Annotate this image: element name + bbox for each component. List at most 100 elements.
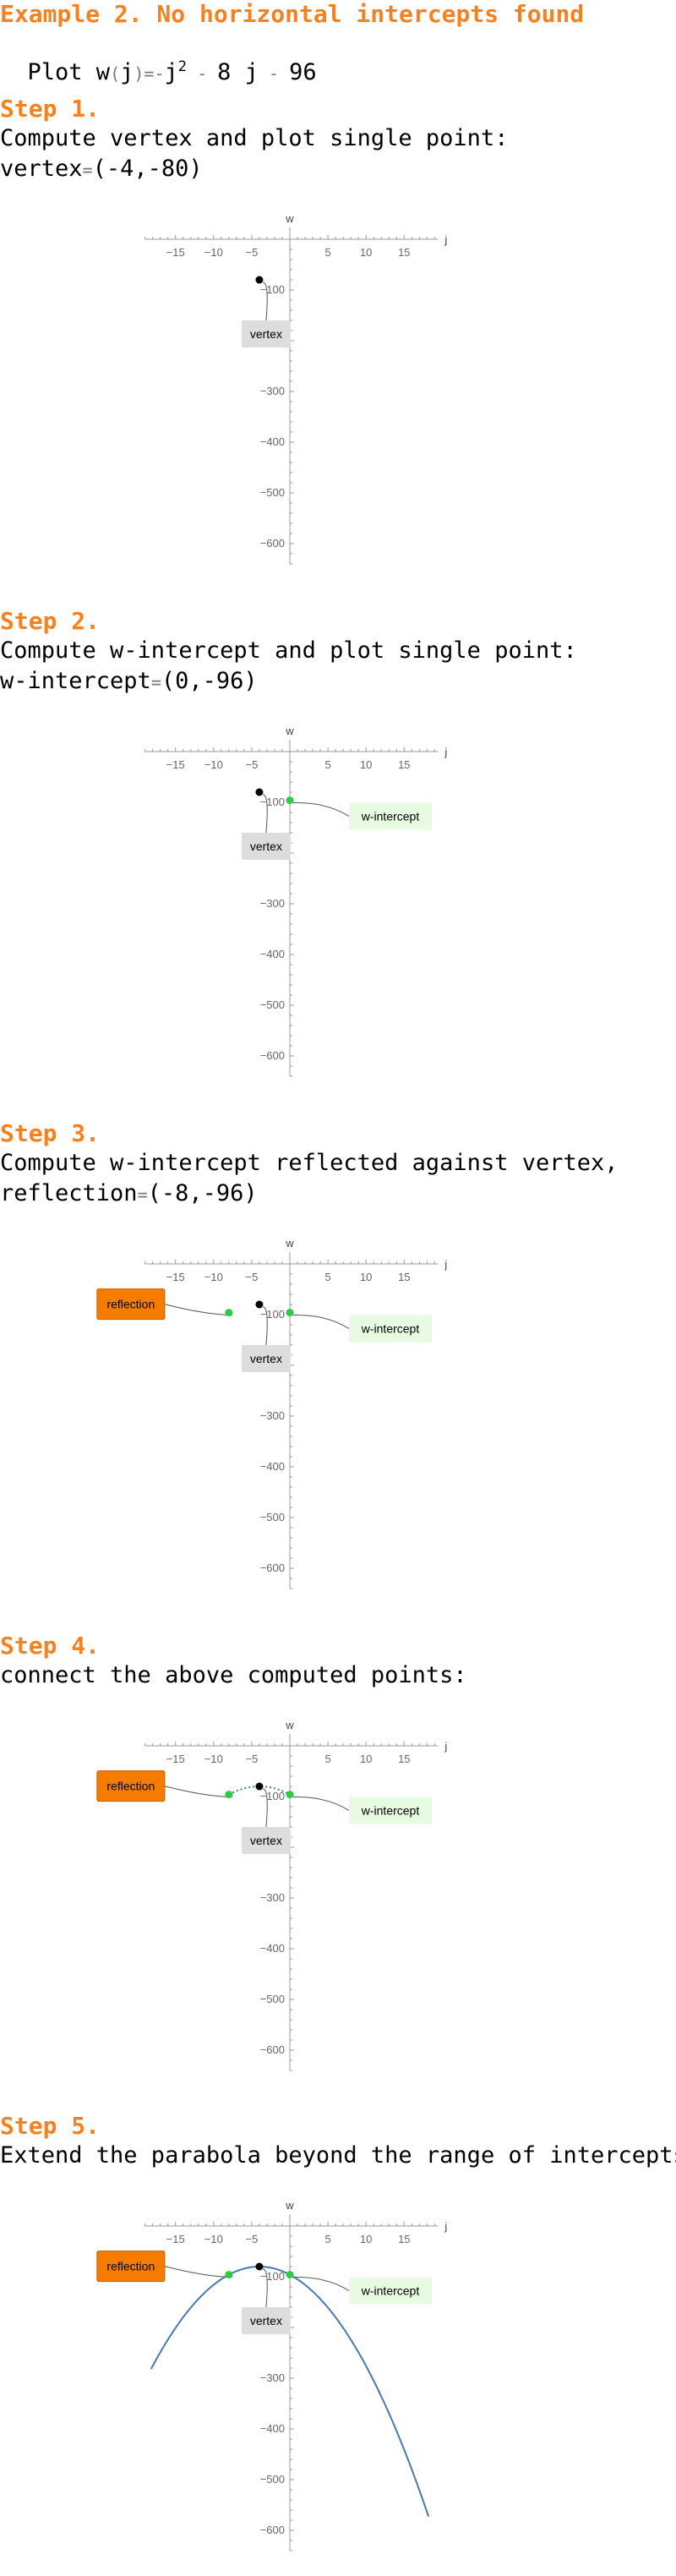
y-tick-label: −500	[260, 2473, 285, 2486]
vertex-label-box	[241, 320, 291, 347]
x-axis-label: j	[444, 746, 447, 758]
function-op2: -	[258, 63, 290, 84]
vertex-label: vertex	[250, 1834, 282, 1847]
reflection-point	[225, 1309, 233, 1317]
step-5-text: Extend the parabola beyond the range of …	[0, 2142, 676, 2169]
w-intercept-leader-line	[292, 2277, 350, 2292]
vertex-point	[255, 276, 264, 284]
vertex-label-box	[241, 833, 291, 860]
vertex-label: vertex	[250, 2314, 282, 2327]
x-tick-label: 10	[360, 1753, 372, 1765]
w-intercept-point	[286, 1791, 294, 1799]
x-tick-label: −15	[166, 246, 185, 259]
y-tick-label: −500	[260, 1993, 285, 2005]
step-1-value-name: vertex	[0, 156, 83, 182]
function-paren-open: (	[110, 63, 121, 84]
x-axis-label: j	[444, 1740, 447, 1753]
step-3-value: reflection=(-8,-96)	[0, 1180, 258, 1206]
vertex-leader-line	[262, 794, 268, 834]
vertex-label-box	[241, 1827, 291, 1854]
y-tick-label: −300	[260, 1409, 285, 1422]
x-tick-label: −5	[245, 1271, 258, 1283]
step-4-heading: Step 4.	[0, 1632, 101, 1660]
y-tick-label: −600	[260, 2524, 285, 2536]
plot-step-1: −15−10−551015−100−200−300−400−500−600jwv…	[144, 212, 447, 565]
step-3-heading: Step 3.	[0, 1119, 101, 1147]
x-tick-label: 10	[360, 2233, 372, 2245]
x-tick-label: 10	[360, 758, 372, 771]
x-tick-label: 15	[398, 758, 410, 771]
function-var: j	[120, 59, 134, 85]
function-rest: 8 j	[217, 59, 259, 85]
vertex-point	[255, 2262, 264, 2271]
reflection-label: reflection	[106, 2260, 155, 2273]
y-tick-label: −400	[260, 1460, 285, 1473]
x-axis-label: j	[444, 2220, 447, 2233]
y-tick-label: −400	[260, 948, 285, 960]
w-intercept-leader-line	[292, 1315, 350, 1330]
vertex-leader-line	[262, 2268, 268, 2308]
w-intercept-point	[286, 796, 294, 805]
x-axis-label: j	[444, 233, 447, 246]
step-3-text: Compute w-intercept reflected against ve…	[0, 1150, 619, 1176]
x-tick-label: −10	[204, 246, 223, 259]
y-tick-label: −600	[260, 2043, 285, 2056]
function-exp: 2	[177, 58, 188, 75]
y-tick-label: −400	[260, 435, 285, 448]
x-tick-label: 15	[398, 246, 410, 259]
x-tick-label: −15	[166, 1753, 185, 1765]
reflection-label: reflection	[106, 1780, 155, 1793]
y-tick-label: −300	[260, 385, 285, 397]
w-intercept-point	[286, 2271, 294, 2279]
reflection-label-box	[96, 2251, 166, 2283]
y-axis-label: w	[285, 725, 294, 737]
y-tick-label: −100	[260, 796, 285, 808]
function-const: 96	[289, 59, 317, 85]
plot-step-2: −15−10−551015−100−200−300−400−500−600jwv…	[144, 725, 447, 1077]
reflection-point	[225, 1791, 233, 1799]
function-paren-close: )	[134, 63, 144, 84]
y-axis-label: w	[285, 1719, 294, 1731]
step-3-value-name: reflection	[0, 1180, 138, 1206]
function-op1: -	[187, 63, 218, 84]
w-intercept-label: w-intercept	[361, 810, 420, 823]
w-intercept-label: w-intercept	[361, 2284, 420, 2298]
x-tick-label: −10	[204, 1271, 223, 1283]
y-tick-label: −500	[260, 486, 285, 499]
y-tick-label: −300	[260, 897, 285, 910]
reflection-label-box	[96, 1288, 166, 1321]
x-tick-label: 5	[324, 246, 330, 259]
reflection-label-box	[96, 1770, 166, 1802]
step-4-text: connect the above computed points:	[0, 1662, 467, 1688]
y-axis-label: w	[285, 2199, 294, 2212]
x-tick-label: −15	[166, 2233, 185, 2245]
y-tick-label: −500	[260, 1511, 285, 1523]
reflection-leader-line	[164, 1304, 232, 1316]
x-tick-label: 5	[324, 758, 330, 771]
vertex-point	[255, 1782, 264, 1791]
y-tick-label: −100	[260, 1790, 285, 1802]
x-tick-label: −10	[204, 1753, 223, 1765]
w-intercept-label-box	[349, 1315, 432, 1343]
x-tick-label: 10	[360, 1271, 372, 1283]
vertex-label: vertex	[250, 327, 282, 341]
y-tick-label: −300	[260, 1891, 285, 1904]
vertex-leader-line	[262, 1306, 268, 1346]
w-intercept-leader-line	[292, 802, 350, 818]
y-axis-label: w	[285, 212, 294, 225]
w-intercept-point	[286, 1309, 294, 1317]
step-1-text: Compute vertex and plot single point:	[0, 125, 509, 151]
step-1-heading: Step 1.	[0, 95, 101, 123]
step-2-value-name: w-intercept	[0, 668, 151, 694]
x-tick-label: 15	[398, 1271, 410, 1283]
x-tick-label: −5	[245, 1753, 258, 1765]
y-tick-label: −100	[260, 1308, 285, 1321]
vertex-leader-line	[262, 1788, 268, 1828]
y-tick-label: −100	[260, 2270, 285, 2283]
vertex-leader-line	[262, 282, 268, 321]
step-1-value-text: (-4,-80)	[92, 156, 203, 182]
w-intercept-label-box	[349, 802, 432, 830]
function-eq: =-	[144, 63, 165, 84]
vertex-label: vertex	[250, 1352, 282, 1365]
step-2-value: w-intercept=(0,-96)	[0, 668, 258, 694]
